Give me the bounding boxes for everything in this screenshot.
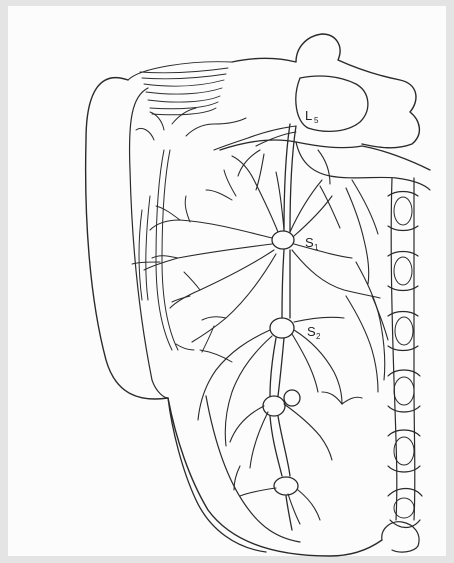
label-s1-sub: 1 (314, 243, 319, 252)
label-l5-sub: 5 (314, 116, 319, 125)
label-s2-sub: 2 (316, 332, 321, 341)
lumbar-roots (214, 126, 330, 190)
ligament-fibers (128, 62, 232, 115)
ganglion-s3 (263, 396, 285, 416)
ganglion-s4 (274, 477, 298, 495)
nerve-twigs-left (132, 108, 246, 362)
pelvic-lower-outline (168, 398, 266, 552)
vertebral-column-right (388, 178, 422, 528)
pelvic-floor-curve (206, 396, 300, 542)
ganglion-s1 (272, 231, 294, 249)
label-l5-main: L (305, 108, 312, 123)
nerve-branches-s1 (144, 156, 380, 342)
sacral-upper-outline (220, 140, 430, 170)
ganglion-s2 (270, 318, 294, 338)
main-nerve-trunks (270, 124, 296, 530)
sacral-wing (296, 142, 430, 190)
label-s1-main: S (305, 235, 314, 250)
ganglion-s3b (284, 390, 300, 406)
label-s2-main: S (307, 324, 316, 339)
vertebra-body-l5 (296, 76, 368, 131)
